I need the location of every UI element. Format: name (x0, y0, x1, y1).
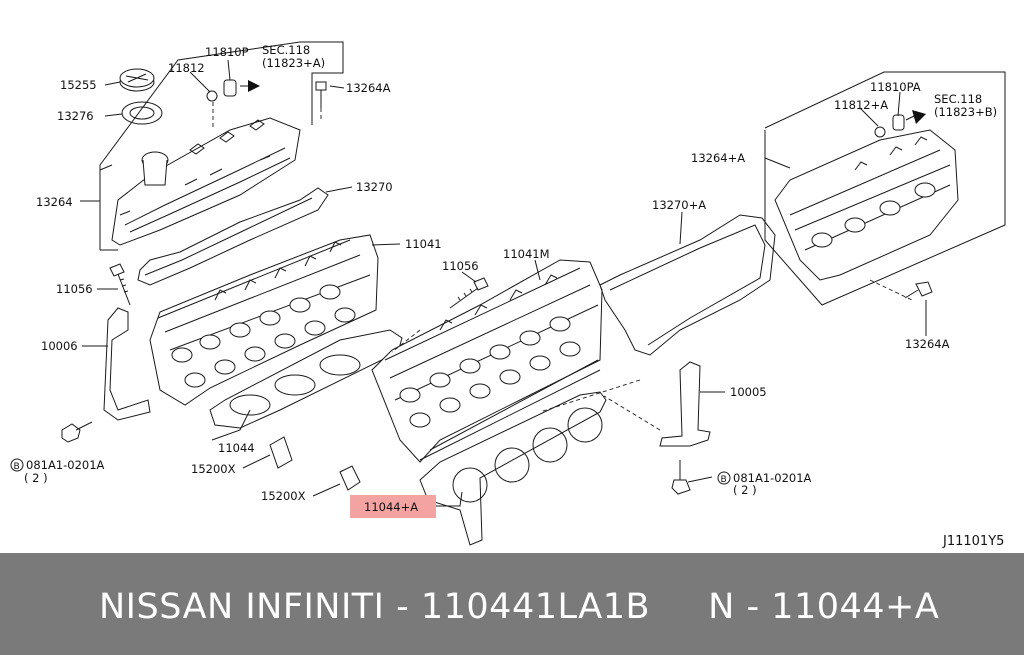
label-11044: 11044 (218, 441, 255, 455)
bolt-symbol-right (717, 471, 731, 485)
oil-filler-cap (119, 68, 155, 92)
label-081a1-left: 081A1-0201A (26, 458, 105, 472)
label-13270: 13270 (356, 180, 393, 194)
label-11812a: 11812+A (834, 98, 888, 112)
caption-bar: NISSAN INFINITI - 110441LA1B N - 11044+A (0, 553, 1024, 655)
label-11044a: 11044+A (364, 500, 418, 514)
diagram-id: J11101Y5 (942, 534, 1004, 549)
label-sec118-a-ref: (11823+A) (262, 56, 325, 70)
oil-cap-seal (121, 101, 163, 125)
label-15200x-a: 15200X (191, 462, 236, 476)
label-13264a-left: 13264A (346, 81, 391, 95)
head-gasket-11044 (209, 329, 403, 429)
bolt-13264a-left (315, 81, 327, 108)
cylinder-head-right (371, 259, 603, 463)
valve-cover-gasket-left (137, 187, 329, 286)
label-11056-mid: 11056 (442, 259, 479, 273)
plug-15200x-a (269, 436, 293, 469)
label-11056-left: 11056 (56, 282, 93, 296)
label-081a1-left-qty: ( 2 ) (24, 471, 48, 485)
part-labels: 15255 13276 13264 11812 11810P SEC.118 (… (10, 43, 1004, 549)
bolt-081a1-right (671, 460, 691, 495)
label-13264a-right: 13264A (905, 337, 950, 351)
label-15200x-b: 15200X (261, 489, 306, 503)
bolt-symbol-left (10, 458, 24, 472)
label-081a1-right: 081A1-0201A (733, 471, 812, 485)
highlight-11044a (350, 495, 436, 518)
pcv-valve-right (874, 110, 926, 138)
label-11810p: 11810P (205, 45, 249, 59)
cylinder-head-left (149, 234, 379, 406)
valve-cover-gasket-right (599, 214, 776, 356)
valve-train-left (171, 241, 356, 388)
bracket-10006 (103, 307, 151, 421)
label-15255: 15255 (60, 78, 97, 92)
bolt-11056-left (109, 263, 131, 306)
label-13276: 13276 (57, 109, 94, 123)
parts-diagram: 15255 13276 13264 11812 11810P SEC.118 (… (10, 41, 1006, 549)
label-11041m: 11041M (503, 247, 550, 261)
bolt-11056-mid (449, 277, 489, 309)
valve-train-right (399, 274, 581, 428)
label-sec118-b: SEC.118 (934, 92, 982, 106)
bolt-13264a-right (869, 279, 933, 301)
plug-15200x-b (339, 465, 361, 491)
label-sec118-a: SEC.118 (262, 43, 310, 57)
valve-cover-left (111, 117, 301, 246)
left-cover-bracket (99, 41, 344, 251)
label-10006: 10006 (41, 339, 78, 353)
head-gasket-11044a (419, 391, 607, 546)
label-081a1-right-qty: ( 2 ) (733, 483, 757, 497)
label-11041: 11041 (405, 237, 442, 251)
label-11812: 11812 (168, 61, 205, 75)
left-valve-cover-group (99, 41, 344, 286)
pcv-valve-left (206, 79, 260, 102)
bolt-081a1-left (61, 421, 93, 443)
bracket-10005 (659, 361, 711, 447)
part-number-caption: NISSAN INFINITI - 110441LA1B N - 11044+A (99, 587, 940, 627)
bolt-symbol-right-letter: B (721, 475, 727, 485)
label-11810pa: 11810PA (870, 80, 921, 94)
bolt-symbol-left-letter: B (14, 462, 20, 472)
right-cover-bracket (764, 71, 1006, 306)
label-sec118-b-ref: (11823+B) (934, 105, 997, 119)
label-13264a-plus: 13264+A (691, 151, 745, 165)
valve-cover-right (774, 129, 959, 281)
label-13264: 13264 (36, 195, 73, 209)
leader-lines (80, 59, 927, 507)
label-13270a: 13270+A (652, 198, 706, 212)
label-10005: 10005 (730, 385, 767, 399)
right-valve-cover-group (764, 71, 1006, 306)
